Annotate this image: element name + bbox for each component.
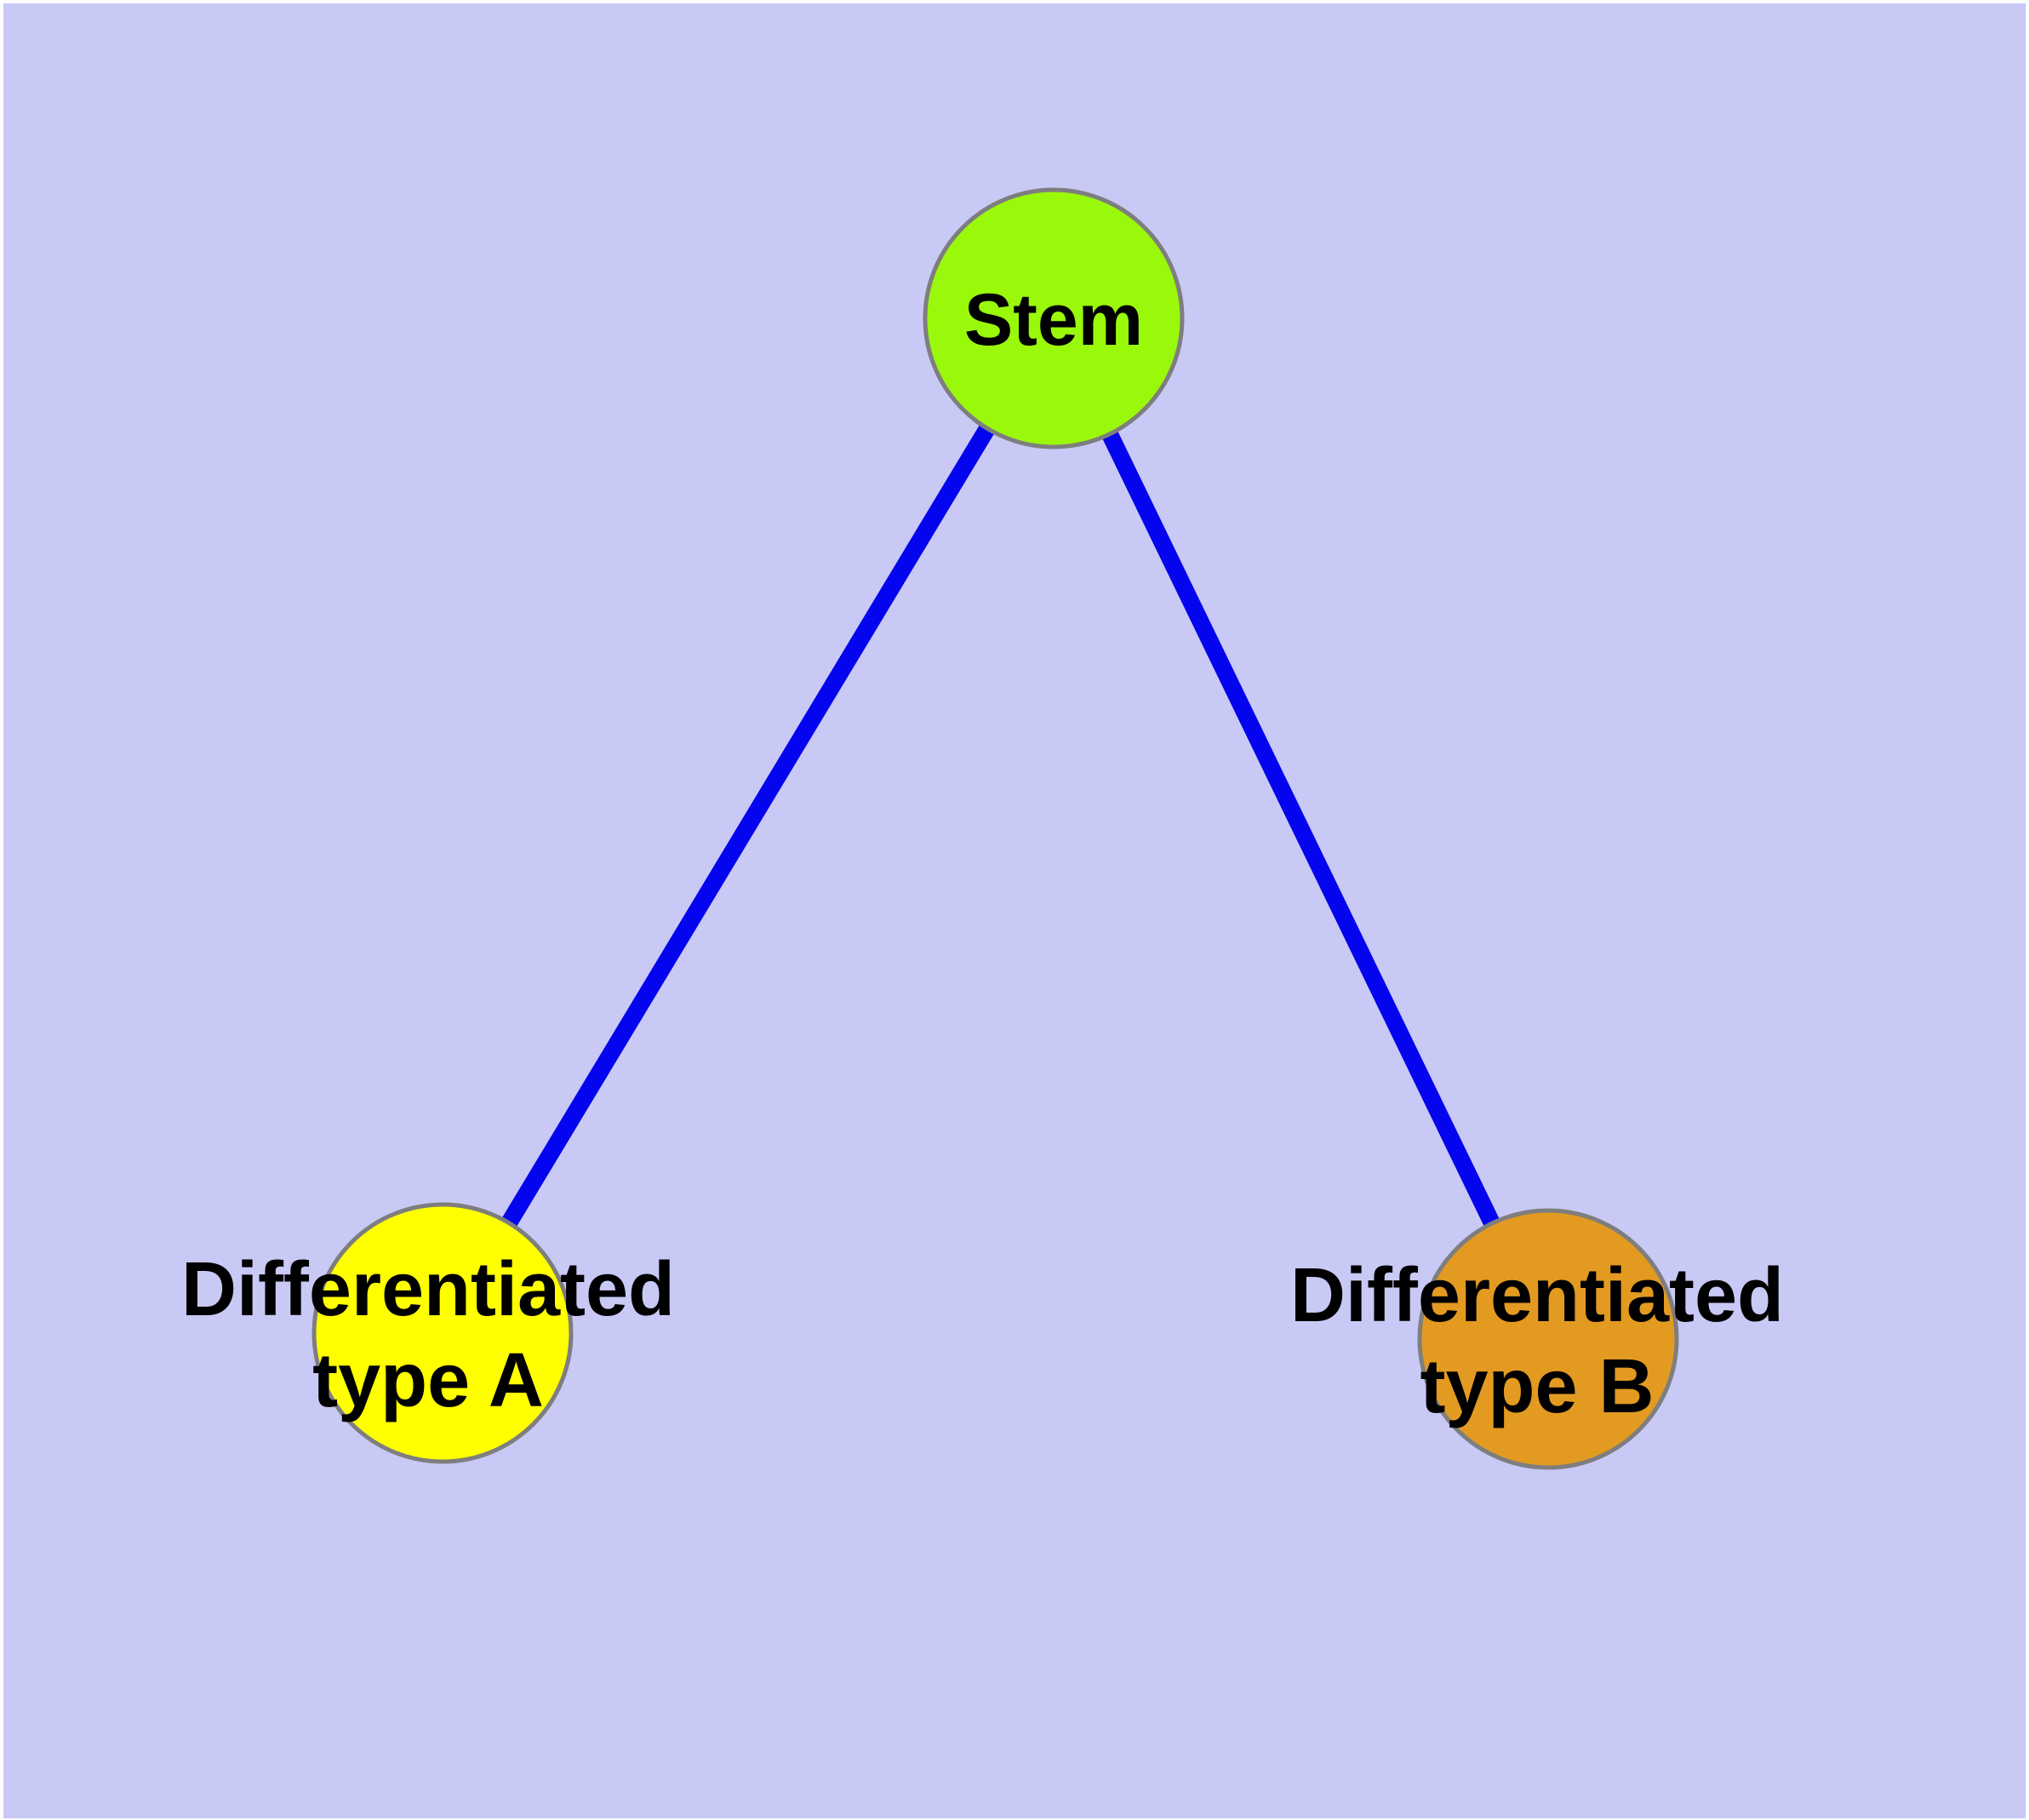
edge-group [435, 313, 1556, 1343]
edge-stem-to-type-a [435, 313, 1061, 1338]
label-group: Stem Differentiated type A Differentiate… [181, 279, 1784, 1429]
node-type-b-label-line1: Differentiated [1290, 1253, 1784, 1338]
edge-stem-to-type-b [1046, 314, 1556, 1343]
node-stem [923, 187, 1185, 449]
node-type-a-label-line2: type A [312, 1338, 544, 1423]
node-type-a-label-line1: Differentiated [181, 1247, 675, 1332]
node-differentiated-type-a [311, 1202, 574, 1464]
node-differentiated-type-b [1417, 1208, 1679, 1470]
node-group [311, 187, 1679, 1470]
node-type-b-label-line2: type B [1420, 1344, 1654, 1429]
node-stem-label: Stem [964, 279, 1143, 361]
